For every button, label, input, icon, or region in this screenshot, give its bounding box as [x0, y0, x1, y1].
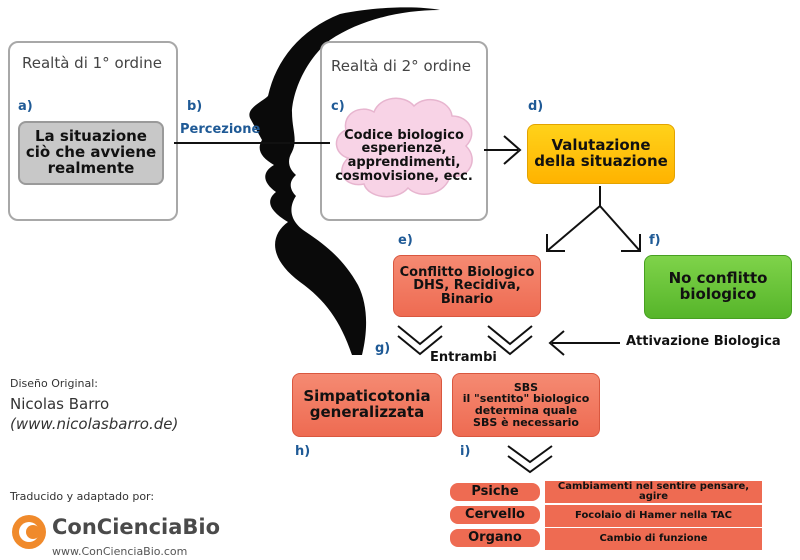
level-label-psiche: Psiche — [450, 483, 540, 501]
level-desc-psiche: Cambiamenti nel sentire pensare, agire — [545, 481, 762, 503]
credit-author: Nicolas Barro — [10, 395, 110, 413]
second-order-title: Realtà di 2° ordine — [331, 57, 471, 75]
sbs-box: SBS il "sentito" biologico determina qua… — [452, 373, 600, 437]
perception-label: Percezione — [180, 122, 261, 137]
label-c: c) — [331, 99, 345, 114]
double-chevron-sbs — [507, 445, 553, 474]
no-conflict-line: biologico — [679, 285, 757, 303]
branch-right — [599, 205, 641, 252]
label-h: h) — [295, 444, 311, 459]
double-chevron-left — [397, 325, 443, 356]
credit-translated-label: Traducido y adaptado por: — [10, 490, 155, 503]
situation-line: realmente — [47, 158, 135, 177]
first-order-title: Realtà di 1° ordine — [22, 54, 162, 72]
brand-name: ConCienciaBio — [52, 515, 221, 539]
label-d: d) — [528, 99, 544, 114]
situation-box: La situazione ciò che avviene realmente — [18, 121, 164, 185]
credit-author-url: (www.nicolasbarro.de) — [10, 415, 179, 433]
biocode-line: esperienze, — [361, 141, 447, 157]
credit-original-label: Diseño Original: — [10, 377, 98, 390]
both-label: Entrambi — [430, 350, 497, 365]
branch-right-head — [621, 234, 641, 252]
conflict-box: Conflitto Biologico DHS, Recidiva, Binar… — [393, 255, 541, 317]
activation-arrow-head — [548, 330, 565, 356]
biocode-line: Codice biologico — [344, 127, 464, 143]
sbs-line: SBS è necessario — [473, 415, 579, 429]
biocode-text: Codice biologico esperienze, apprendimen… — [332, 124, 476, 188]
sbs-line: il "sentito" biologico — [462, 392, 590, 406]
activation-label: Attivazione Biologica — [626, 334, 781, 349]
label-b: b) — [187, 99, 203, 114]
biocode-line: apprendimenti, — [347, 155, 461, 170]
sbs-line: SBS — [513, 380, 539, 394]
cloud-shape — [335, 97, 473, 198]
branch-left-head — [546, 234, 565, 252]
label-a: a) — [18, 99, 33, 114]
label-f: f) — [649, 233, 661, 248]
conflict-line: Binario — [440, 291, 494, 307]
level-desc-cervello: Focolaio di Hamer nella TAC — [545, 505, 762, 527]
conflict-line: DHS, Recidiva, — [413, 278, 521, 294]
label-e: e) — [398, 233, 413, 248]
sympathicotonia-box: Simpaticotonia generalizzata — [292, 373, 442, 437]
sympathicotonia-line: generalizzata — [309, 403, 425, 421]
label-g: g) — [375, 341, 391, 356]
no-conflict-box: No conflitto biologico — [644, 255, 792, 319]
situation-line: ciò che avviene — [25, 143, 157, 162]
sympathicotonia-line: Simpaticotonia — [303, 387, 431, 406]
conflict-line: Conflitto Biologico — [399, 264, 535, 280]
sbs-line: determina quale — [474, 404, 578, 417]
level-desc-organo: Cambio di funzione — [545, 528, 762, 550]
situation-line: La situazione — [35, 127, 147, 146]
arrow-head-to-eval — [503, 135, 522, 165]
evaluation-line: Valutazione — [551, 136, 651, 155]
no-conflict-line: No conflitto — [668, 269, 768, 288]
evaluation-line: della situazione — [534, 152, 668, 170]
brand-url: www.ConCienciaBio.com — [52, 545, 188, 558]
brand-logo-icon — [12, 515, 46, 549]
branch-left — [546, 205, 601, 252]
level-label-organo: Organo — [450, 529, 540, 547]
evaluation-box: Valutazione della situazione — [527, 124, 675, 184]
level-label-cervello: Cervello — [450, 506, 540, 524]
biocode-line: cosmovisione, ecc. — [335, 168, 473, 184]
double-chevron-right — [487, 325, 533, 356]
label-i: i) — [460, 444, 471, 459]
